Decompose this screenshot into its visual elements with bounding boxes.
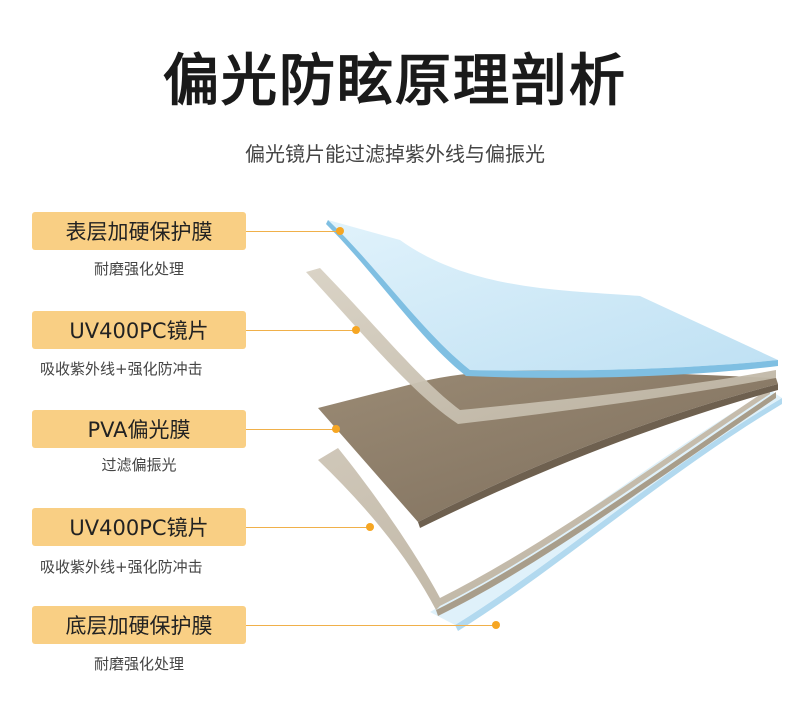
layer-desc-pva-film: 过滤偏振光 [101,456,177,474]
connector-line [246,625,496,626]
layer-label-top-hard-coat: 表层加硬保护膜 [32,212,246,250]
bottom-pc-lens [318,388,776,616]
connector-dot [332,425,340,433]
layer-desc-top-hard-coat: 耐磨强化处理 [93,260,184,278]
layer-desc-top-pc-lens: 吸收紫外线+强化防冲击 [40,360,203,378]
layer-label-top-pc-lens: UV400PC镜片 [32,311,246,349]
connector-line [246,231,340,232]
connector-dot [352,326,360,334]
layer-desc-bottom-pc-lens: 吸收紫外线+强化防冲击 [40,558,203,576]
layer-label-pva-film: PVA偏光膜 [32,410,246,448]
layer-label-bottom-hard-coat: 底层加硬保护膜 [32,606,246,644]
connector-dot [366,523,374,531]
pva-polarizing-film [318,370,778,528]
top-hard-coat-film [326,220,778,378]
layer-label-bottom-pc-lens: UV400PC镜片 [32,508,246,546]
connector-line [246,429,336,430]
connector-line [246,330,356,331]
top-pc-lens [306,268,776,424]
connector-line [246,527,370,528]
page-title: 偏光防眩原理剖析 [163,49,627,114]
connector-dot [492,621,500,629]
layer-desc-bottom-hard-coat: 耐磨强化处理 [93,655,184,673]
connector-dot [336,227,344,235]
page-subtitle: 偏光镜片能过滤掉紫外线与偏振光 [245,142,545,166]
